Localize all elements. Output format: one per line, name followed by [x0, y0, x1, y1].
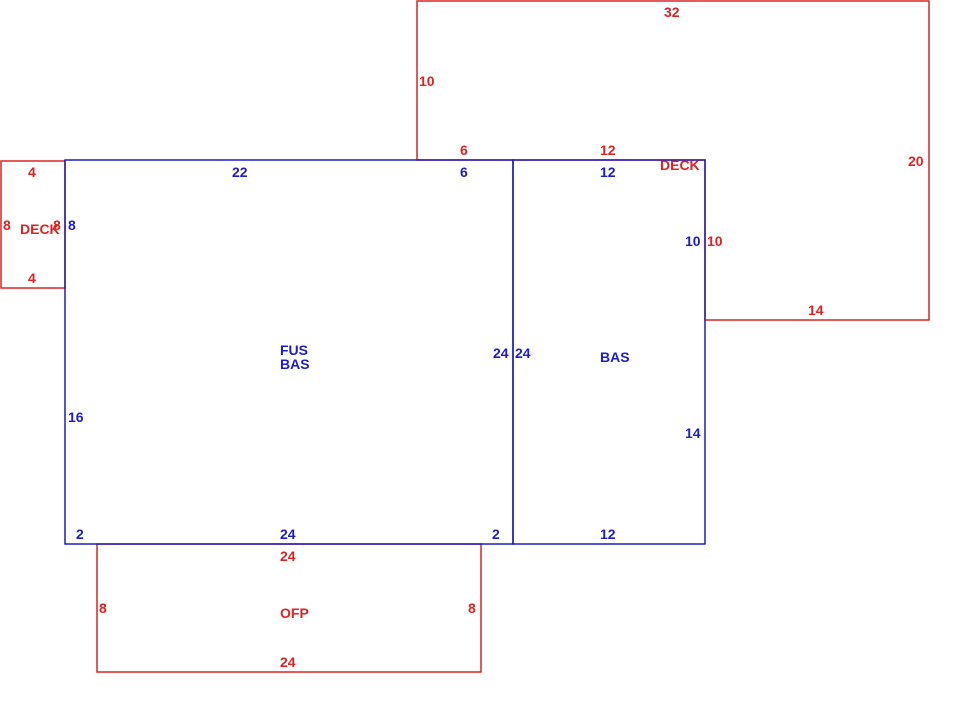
fus-bas-dim-bottom-left: 2 [76, 526, 84, 542]
fus-bas-dim-left-lower: 16 [68, 409, 84, 425]
deck-top-dim-bottom-left: 6 [460, 142, 468, 158]
ofp-label: OFP [280, 605, 309, 621]
bas-right-dim-top: 12 [600, 164, 616, 180]
deck-top-dim-bottom: 14 [808, 302, 824, 318]
fus-bas-label-fus: FUS [280, 342, 308, 358]
ofp-dim-right: 8 [468, 600, 476, 616]
bas-right-dim-right-lower: 14 [685, 425, 701, 441]
deck-top-label: DECK [660, 157, 700, 173]
fus-bas-label-bas: BAS [280, 356, 310, 372]
bas-right-label: BAS [600, 349, 630, 365]
bas-right-outline [512, 159, 706, 545]
deck-top-dim-left: 10 [419, 73, 435, 89]
fus-bas-dim-bottom-mid: 24 [280, 526, 296, 542]
deck-left-dim-bottom: 4 [28, 270, 36, 286]
deck-left-dim-left: 8 [3, 217, 11, 233]
fus-bas-dim-right: 24 [493, 345, 509, 361]
deck-top-dim-inner: 10 [707, 233, 723, 249]
deck-top-dim-bottom-mid: 12 [600, 142, 616, 158]
bas-right-dim-right-upper: 10 [685, 233, 701, 249]
ofp-dim-top: 24 [280, 548, 296, 564]
deck-left-dim-right: 8 [53, 217, 61, 233]
fus-bas-dim-left-upper: 8 [68, 217, 76, 233]
bas-right-dim-bottom: 12 [600, 526, 616, 542]
fus-bas-dim-bottom-right: 2 [492, 526, 500, 542]
bas-right-dim-left: 24 [515, 345, 531, 361]
deck-left-label: DECK [20, 221, 60, 237]
deck-left-dim-top: 4 [28, 164, 36, 180]
deck-top-dim-top: 32 [664, 4, 680, 20]
ofp-dim-left: 8 [99, 600, 107, 616]
fus-bas-dim-top-left: 22 [232, 164, 248, 180]
ofp-dim-bottom: 24 [280, 654, 296, 670]
fus-bas-dim-top-right: 6 [460, 164, 468, 180]
deck-top-dim-right: 20 [908, 153, 924, 169]
